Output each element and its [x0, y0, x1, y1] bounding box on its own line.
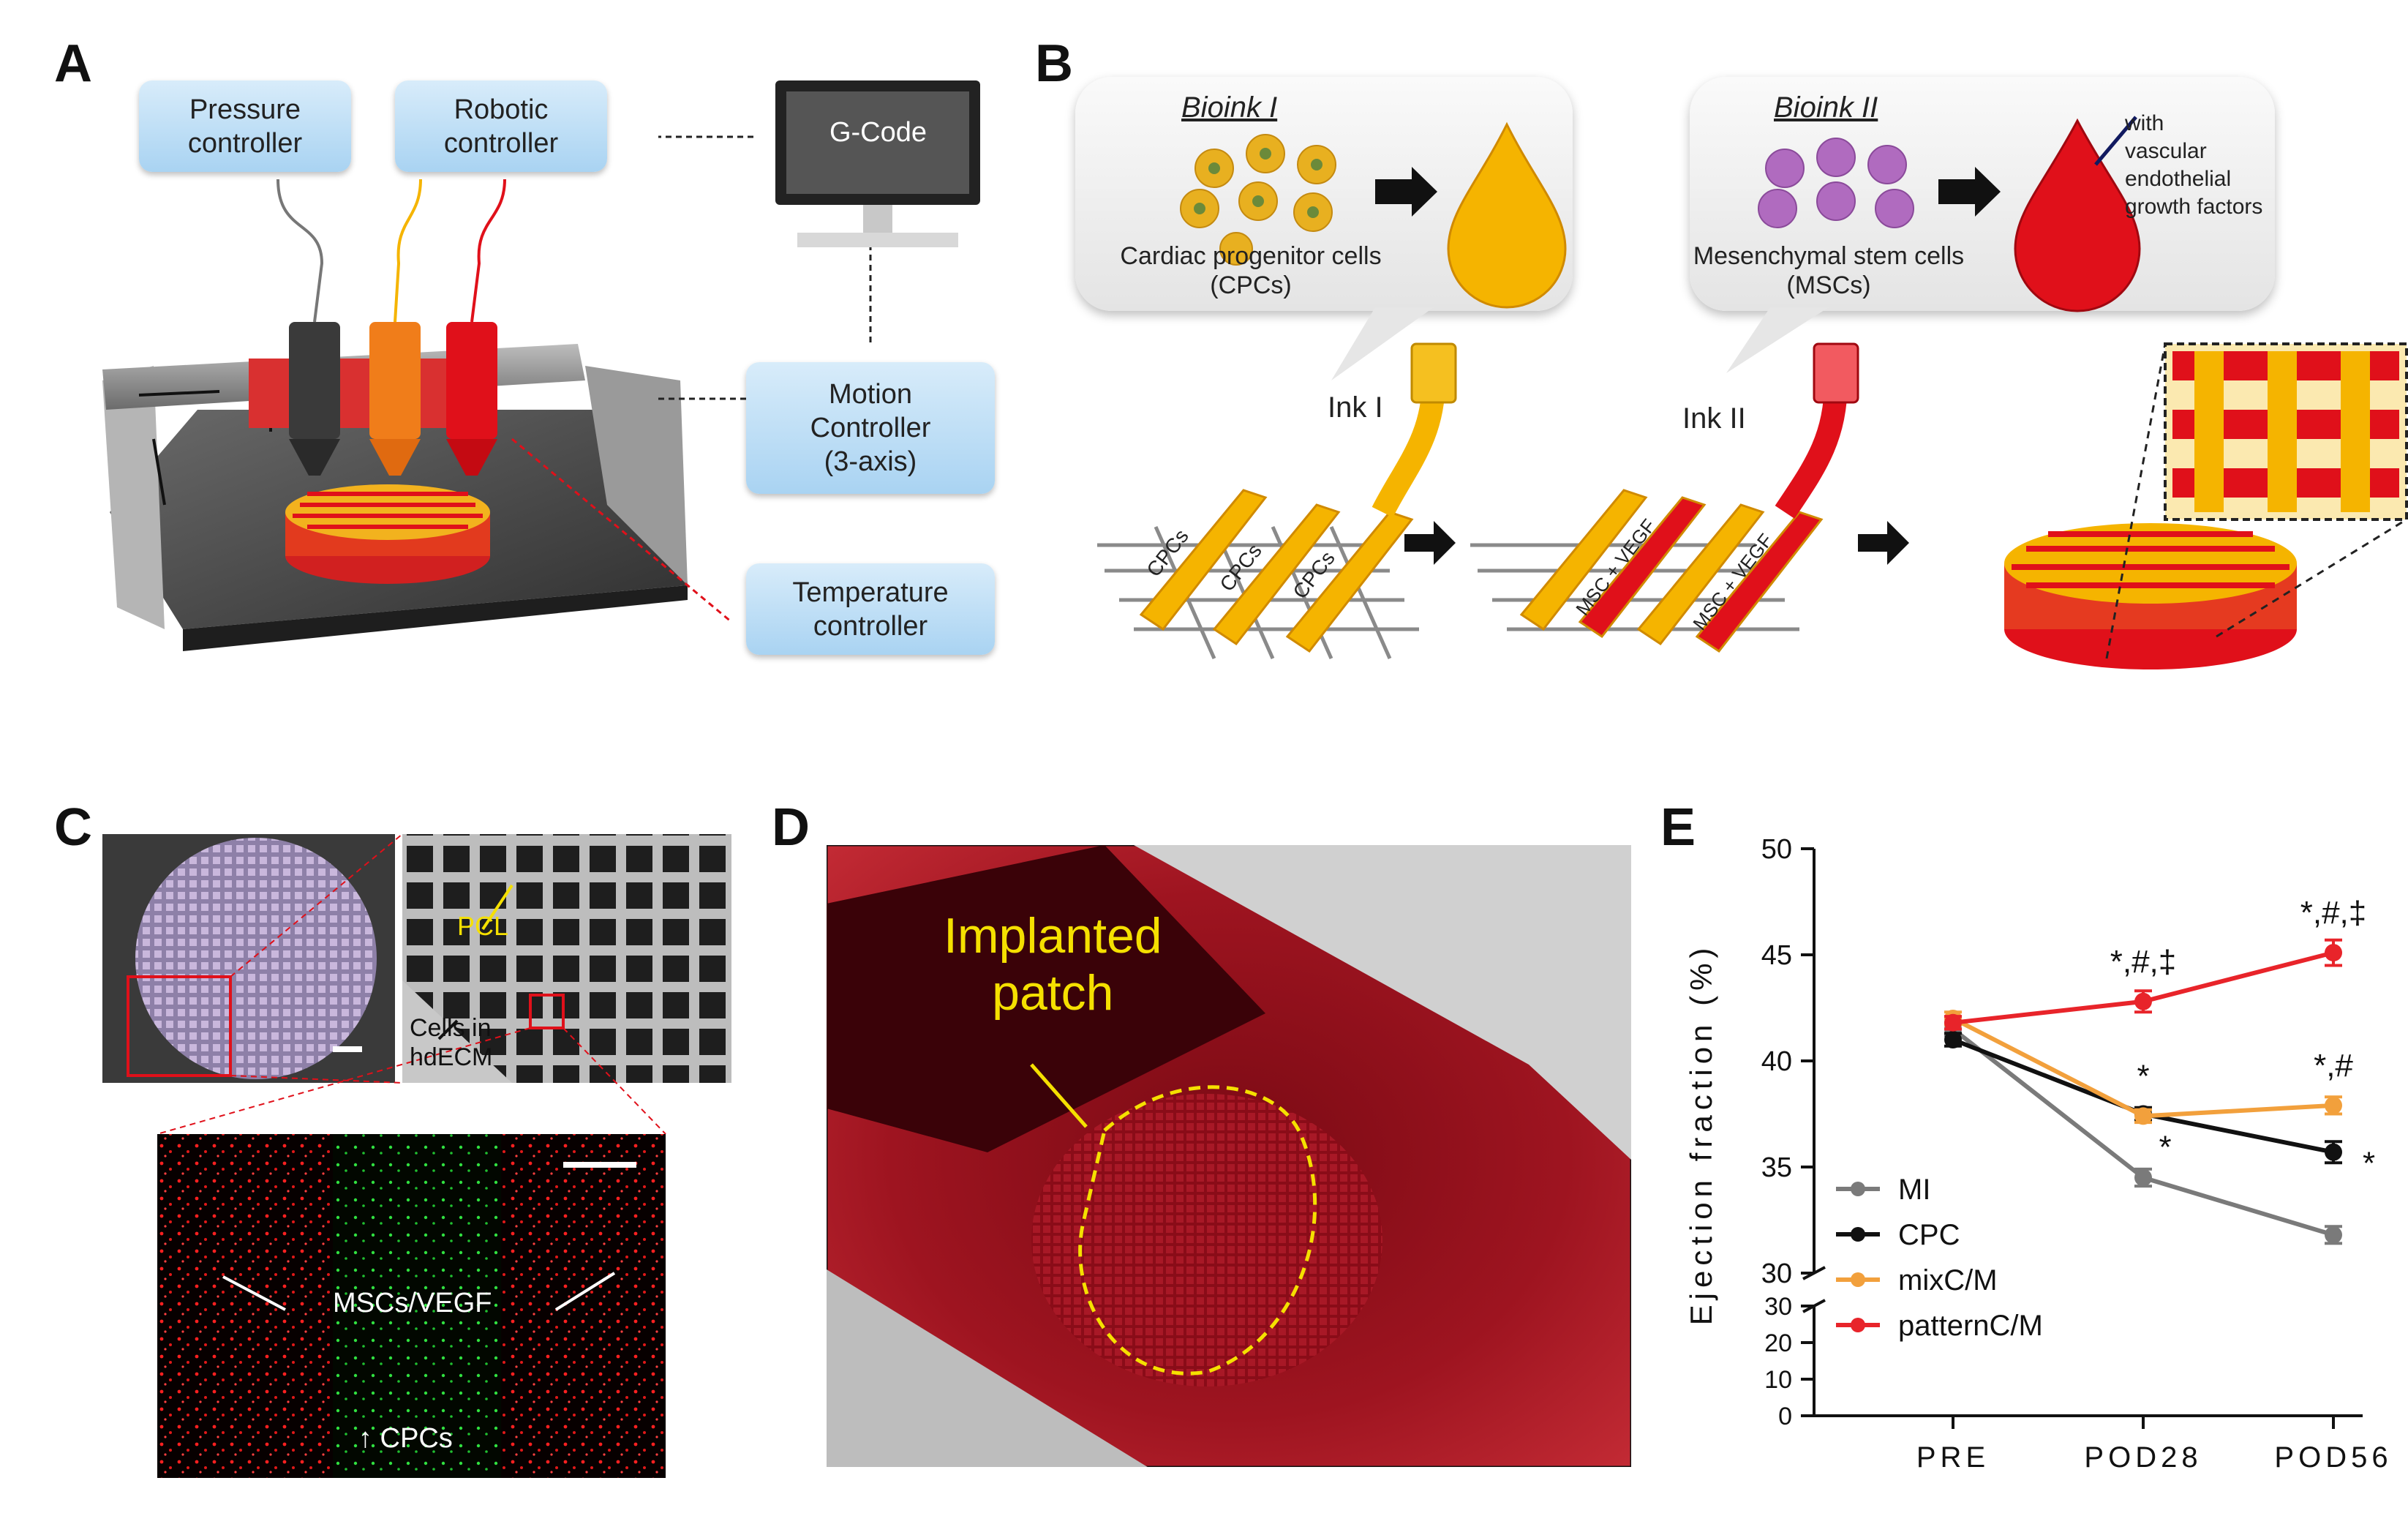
implanted-patch-label: Implanted patch: [944, 908, 1162, 1021]
panel-label-c: C: [54, 798, 92, 857]
significance-annotation: *: [2363, 1146, 2375, 1182]
data-point-patternC/M: [1944, 1013, 1962, 1032]
arrow-icon: [1375, 167, 1437, 217]
implant-photo: [827, 845, 1631, 1467]
gcode-label: G-Code: [829, 117, 928, 148]
bioprinting-schematic: [1097, 116, 2408, 669]
legend-marker-CPC: [1851, 1227, 1865, 1242]
arrow-icon: [1938, 167, 2001, 217]
legend-marker-mixC/M: [1851, 1272, 1865, 1287]
data-point-mixC/M: [2134, 1107, 2152, 1125]
pressure-cable: [276, 179, 324, 323]
robotic-controller-box: Robotic controller: [395, 80, 607, 172]
data-point-CPC: [1944, 1031, 1962, 1048]
printer-illustration: [102, 80, 980, 651]
data-point-MI: [2134, 1168, 2152, 1187]
panel-label-d: D: [772, 798, 810, 857]
data-point-MI: [2325, 1226, 2342, 1244]
ink2-label: Ink II: [1682, 402, 1746, 435]
bioink1-cells-label: Cardiac progenitor cells (CPCs): [1120, 242, 1382, 299]
legend-label-mixC/M: mixC/M: [1898, 1264, 1998, 1297]
zoom-box-1: [127, 975, 232, 1077]
ink1-nozzle: [1410, 342, 1457, 404]
legend-marker-patternC/M: [1851, 1318, 1865, 1332]
panel-label-e: E: [1660, 798, 1696, 857]
y-tick-label: 40: [1761, 1046, 1792, 1077]
pressure-controller-box: Pressure controller: [139, 80, 351, 172]
data-point-patternC/M: [2325, 944, 2342, 962]
y-tick-label: 35: [1761, 1152, 1792, 1183]
cpc-strands: [1139, 489, 1414, 653]
x-axis-arrow: [138, 390, 220, 397]
microscopy-images: [102, 833, 731, 1478]
motion-controller-box: Motion Controller (3-axis): [746, 362, 995, 494]
vegf-note: with vascular endothelial growth factors: [2125, 111, 2263, 219]
temperature-connector: [511, 438, 732, 623]
bioink2-title: Bioink II: [1774, 91, 1878, 124]
x-tick-label: PRE: [1916, 1441, 1990, 1474]
panel-label-a: A: [54, 34, 92, 93]
ink1-label: Ink I: [1328, 391, 1383, 424]
patch-outline: [1078, 1085, 1317, 1376]
bioink2-cells-label: Mesenchymal stem cells (MSCs): [1693, 242, 1965, 299]
orange-syringe: [369, 322, 421, 439]
msc-vegf-label: MSCs/VEGF: [333, 1288, 492, 1318]
data-point-mixC/M: [2325, 1096, 2342, 1114]
y-tick-label: 50: [1761, 834, 1792, 865]
bioink2-drop-icon: [2014, 118, 2141, 312]
temperature-controller-box: Temperature controller: [746, 563, 995, 655]
cells-hdecm-label: Cells in hdECM: [410, 1014, 493, 1071]
legend-label-MI: MI: [1898, 1174, 1930, 1206]
scale-bar: [333, 1046, 362, 1052]
cpcs-label: ↑ CPCs: [358, 1423, 453, 1454]
x-tick-label: POD28: [2084, 1441, 2202, 1474]
legend-marker-MI: [1851, 1182, 1865, 1196]
y-axis-label: Ejection fraction (%): [1684, 943, 1718, 1326]
legend-label-patternC/M: patternC/M: [1898, 1310, 2043, 1342]
yellow-cable: [394, 179, 422, 323]
red-cable: [470, 179, 506, 323]
pcl-label: PCL: [457, 911, 509, 941]
arrow-icon: [1404, 521, 1456, 565]
x-tick-label: POD56: [2274, 1441, 2392, 1474]
bioink1-title: Bioink I: [1181, 91, 1278, 124]
significance-annotation: *: [2137, 1058, 2149, 1094]
y-tick-label: 30: [1764, 1293, 1792, 1321]
significance-annotation: *: [2159, 1130, 2171, 1166]
y-tick-label: 0: [1778, 1403, 1792, 1430]
y-tick-label: 20: [1764, 1329, 1792, 1357]
msc-cells-icon: [1758, 138, 1914, 228]
y-tick-label: 30: [1761, 1258, 1792, 1289]
black-syringe: [289, 322, 340, 439]
y-tick-label: 10: [1764, 1366, 1792, 1394]
panel-label-b: B: [1035, 34, 1073, 93]
zoom-box-2: [529, 994, 565, 1029]
legend-label-CPC: CPC: [1898, 1219, 1960, 1251]
arrow-icon: [1858, 521, 1909, 565]
y-tick-label: 45: [1761, 940, 1792, 971]
data-point-CPC: [2325, 1143, 2342, 1161]
ink2-nozzle: [1813, 342, 1859, 404]
significance-annotation: *,#,‡: [2110, 944, 2177, 980]
series-line-CPC: [1952, 1037, 2334, 1155]
y-axis-arrow: [152, 438, 166, 506]
significance-annotation: *,#,‡: [2300, 895, 2367, 931]
significance-annotation: *,#: [2314, 1048, 2353, 1084]
data-point-patternC/M: [2134, 992, 2152, 1010]
bioink1-drop-icon: [1447, 121, 1567, 309]
red-syringe: [446, 322, 497, 439]
